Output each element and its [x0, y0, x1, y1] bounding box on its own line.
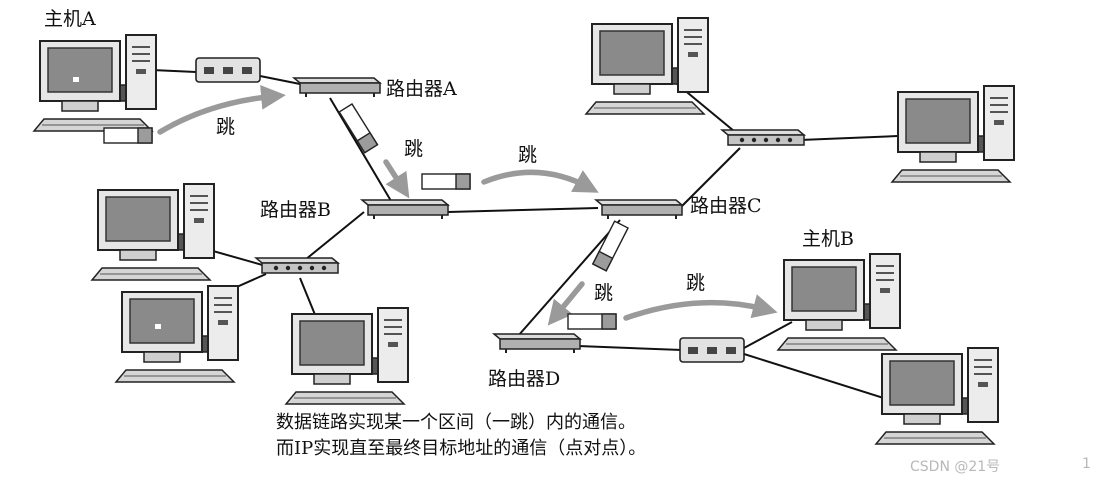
- router-a-label: 路由器A: [386, 78, 457, 100]
- computer-bottom-right: [875, 347, 999, 445]
- computer-left-bottom: [115, 285, 239, 383]
- host-b-computer: [777, 253, 901, 351]
- watermark: CSDN @21号: [910, 459, 1001, 475]
- computer-top-right-2: [891, 85, 1015, 183]
- packet-1: [103, 127, 153, 144]
- caption-line-2: 而IP实现直至最终目标地址的通信（点对点）。: [276, 438, 647, 459]
- hop-label: 跳: [594, 282, 614, 304]
- router-c-device: [595, 199, 683, 220]
- hub-top-right: [721, 129, 805, 146]
- repeater-near-host-b: [679, 337, 745, 363]
- router-b-device: [361, 199, 449, 220]
- screen-dot: [155, 324, 161, 329]
- hop-label: 跳: [216, 116, 236, 138]
- router-b-label: 路由器B: [260, 199, 331, 221]
- router-d-device: [493, 333, 581, 354]
- router-d-label: 路由器D: [488, 368, 561, 390]
- router-c-label: 路由器C: [690, 195, 762, 217]
- page-number: 1: [1082, 456, 1091, 472]
- screen-dot: [73, 77, 79, 82]
- packet-3: [421, 173, 471, 190]
- caption-line-1: 数据链路实现某一个区间（一跳）内的通信。: [276, 412, 636, 433]
- repeater-near-host-a: [195, 57, 261, 83]
- hop-arrows: [157, 85, 778, 326]
- computer-top-right-1: [585, 17, 709, 115]
- computer-center-bottom: [285, 307, 409, 405]
- host-a-computer: [33, 34, 157, 132]
- hop-label: 跳: [686, 272, 706, 294]
- computer-left-middle: [91, 183, 215, 281]
- hub-left: [255, 257, 339, 274]
- router-a-device: [293, 77, 381, 98]
- packet-5: [567, 313, 617, 330]
- host-a-label: 主机A: [44, 8, 96, 30]
- hop-label: 跳: [404, 138, 424, 160]
- host-b-label: 主机B: [802, 228, 854, 250]
- hop-label: 跳: [518, 144, 538, 166]
